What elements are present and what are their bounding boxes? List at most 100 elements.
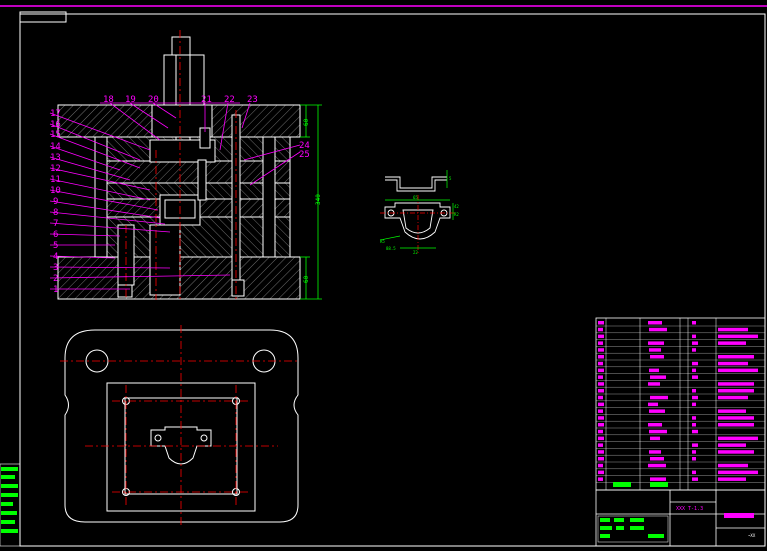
leader-13: 13 (50, 153, 61, 163)
drawing-frame (19, 13, 766, 547)
bom-cell (598, 416, 604, 420)
plan-view (64, 329, 299, 523)
leader-24: 24 (299, 141, 310, 151)
bom-cell (718, 341, 746, 345)
leader-3: 3 (53, 263, 58, 273)
part-dim-note: 88.5 (386, 246, 396, 251)
part-dim-width: 65 (413, 195, 418, 200)
bom-cell (649, 368, 659, 373)
bom-cell (648, 382, 660, 386)
bom-cell (692, 341, 698, 345)
bom-cell (718, 409, 746, 413)
dim-bottom-plate: 60 (303, 275, 310, 283)
part-dim-inner: 42 (454, 204, 459, 209)
leader-2: 2 (53, 274, 58, 284)
bom-cell (692, 477, 698, 481)
part-dimensions (379, 170, 454, 249)
dim-total-height: 340 (315, 194, 322, 205)
leader-20: 20 (148, 95, 159, 105)
bom-cell (692, 348, 696, 352)
leader-lines (49, 102, 301, 290)
leader-number-labels: 18 19 20 21 22 23 17 16 15 14 13 12 11 1… (50, 95, 310, 295)
bom-cell (650, 436, 660, 441)
bom-cell (650, 355, 664, 359)
bom-cell (598, 355, 604, 359)
bom-cell (650, 457, 664, 461)
bom-cell (598, 423, 604, 427)
left-revision-block (0, 463, 21, 547)
bom-cell (598, 409, 603, 413)
bom-cell (649, 348, 661, 352)
bom-cell (692, 450, 696, 454)
bom-cell (598, 321, 604, 325)
leader-8: 8 (53, 208, 58, 218)
bom-cell (692, 334, 696, 339)
bom-cell (598, 457, 604, 461)
bom-cell (598, 368, 604, 373)
bom-cell (692, 457, 696, 461)
bom-cell (692, 429, 698, 434)
leader-19: 19 (125, 95, 136, 105)
bom-cell (598, 443, 603, 447)
bom-cell (598, 375, 603, 379)
bom-cell (718, 443, 746, 447)
leader-22: 22 (224, 95, 235, 105)
leader-6: 6 (53, 230, 58, 240)
leader-23: 23 (247, 95, 258, 105)
bom-cell (692, 395, 698, 400)
part-dim-left: R5 (380, 239, 385, 244)
bom-cell (718, 477, 746, 481)
leader-11: 11 (50, 175, 61, 185)
bom-cell (718, 463, 748, 468)
leader-1: 1 (53, 285, 58, 295)
part-centerlines (380, 195, 456, 255)
bom-cell (598, 463, 603, 468)
leader-14: 14 (50, 142, 61, 152)
bom-cell (648, 463, 666, 468)
bom-cell (718, 423, 754, 427)
bom-rows (596, 321, 765, 483)
bom-cell (692, 368, 696, 373)
leader-7: 7 (53, 219, 58, 229)
part-dim-side: 5 (449, 176, 452, 181)
bom-cell (718, 327, 748, 332)
bom-cell (598, 348, 604, 352)
bom-cell (649, 429, 667, 434)
bom-cell (718, 382, 754, 386)
bom-cell (692, 361, 698, 366)
part-drawing (384, 176, 451, 240)
leader-4: 4 (53, 252, 58, 262)
bom-cell (650, 375, 666, 379)
bom-cell (598, 395, 603, 400)
bom-cell (598, 334, 604, 339)
bom-cell (598, 389, 604, 393)
dim-top-plate: 60 (303, 118, 310, 126)
bom-cell (648, 423, 662, 427)
bom-cell (598, 429, 603, 434)
bom-cell (598, 361, 603, 366)
bom-cell (648, 321, 662, 325)
bom-cell (692, 321, 696, 325)
title-block-fills (597, 482, 754, 543)
bom-cell (650, 395, 668, 400)
leader-21: 21 (201, 95, 212, 105)
bom-cell (692, 402, 696, 407)
bom-cell (692, 443, 698, 447)
bom-cell (648, 341, 664, 345)
bom-cell (598, 402, 604, 407)
leader-17: 17 (50, 109, 61, 119)
bom-cell (649, 409, 665, 413)
title-block-drawing-no: XXX T-1.3 (676, 506, 703, 512)
leader-10: 10 (50, 186, 61, 196)
bom-cell (650, 477, 666, 481)
part-dim-r: R2 (454, 212, 459, 217)
bom-cell (598, 450, 604, 454)
bom-cell (718, 416, 754, 420)
leader-25: 25 (299, 150, 310, 160)
leader-5: 5 (53, 241, 58, 251)
leader-16: 16 (50, 120, 61, 130)
leader-12: 12 (50, 164, 61, 174)
title-block-small-text: ~XX (748, 533, 756, 538)
leader-9: 9 (53, 197, 58, 207)
